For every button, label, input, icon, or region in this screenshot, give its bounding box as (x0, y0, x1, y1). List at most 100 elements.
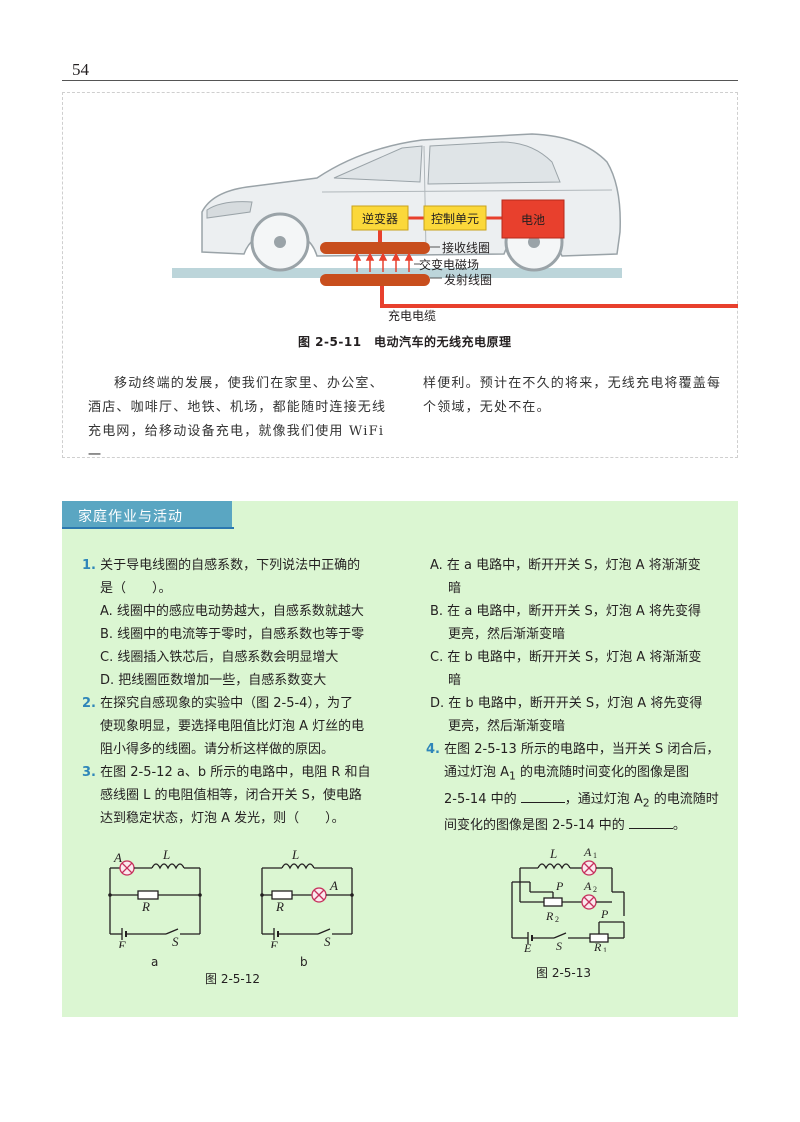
resistor-r2-label: R (545, 909, 554, 923)
switch-label: S (556, 939, 562, 952)
subfigure-b-label: b (300, 955, 308, 969)
subscript: 1 (509, 769, 516, 783)
question-text: 在图 2-5-13 所示的电路中，当开关 S 闭合后， (444, 742, 720, 757)
slider-p-label: P (555, 879, 564, 893)
field-arrows (352, 252, 414, 272)
subscript: 2 (642, 796, 650, 810)
question-text: 通过灯泡 A1 的电流随时间变化的图像是图 (430, 761, 730, 788)
text-fragment: 2-5-14 中的 (444, 791, 521, 807)
option-c: C. 在 b 电路中，断开开关 S，灯泡 A 将渐渐变 (430, 650, 702, 665)
paragraph-line: 个领域，无处不在。 (423, 400, 551, 415)
cable-label: 充电电缆 (388, 308, 436, 323)
lamp-a1-subscript: 1 (593, 851, 597, 860)
paragraph-line: 酒店、咖啡厅、地铁、机场，都能随时连接无线 (88, 400, 387, 415)
text-fragment: 间变化的图像是图 2-5-14 中的 (444, 818, 629, 834)
answer-blank[interactable] (520, 790, 565, 803)
control-unit-label: 控制单元 (431, 212, 479, 226)
resistor-label: R (275, 899, 284, 914)
option-d: D. 把线圈匝数增加一些，自感系数变大 (100, 673, 327, 688)
receive-coil (320, 242, 430, 254)
question-3: 3. 在图 2-5-12 a、b 所示的电路中，电阻 R 和自 (82, 761, 402, 784)
option-a-cont: 暗 (448, 581, 462, 596)
question-number: 2. (82, 696, 96, 711)
homework-title: 家庭作业与活动 (78, 509, 183, 525)
ground-strip (172, 268, 622, 278)
option-d: D. 在 b 电路中，断开开关 S，灯泡 A 将先变得 (430, 696, 703, 711)
text-fragment: 的电流随时间变化的图像是图 (515, 765, 690, 780)
answer-blank[interactable] (628, 816, 673, 830)
question-text: 阻小得多的线圈。请分析这样做的原因。 (100, 742, 335, 757)
question-text: 达到稳定状态，灯泡 A 发光，则（ ）。 (100, 811, 345, 826)
homework-title-rule (62, 527, 234, 529)
inductor-label: L (162, 848, 170, 862)
question-4: 4. 在图 2-5-13 所示的电路中，当开关 S 闭合后， (426, 738, 730, 761)
text-fragment: ，通过灯泡 A (564, 791, 643, 807)
slider-p-label: P (600, 907, 609, 921)
question-number: 4. (426, 742, 440, 757)
question-text: 在探究自感现象的实验中（图 2-5-4），为了 (100, 696, 353, 711)
option-b: B. 在 a 电路中，断开开关 S，灯泡 A 将先变得 (430, 604, 701, 619)
question-1: 1. 关于导电线圈的自感系数，下列说法中正确的 (82, 554, 402, 577)
lamp-label: A (113, 850, 122, 865)
front-wheel (250, 212, 310, 272)
circuit-b: L A R E S (260, 848, 354, 948)
battery-symbol-label: E (117, 938, 126, 948)
question-number: 3. (82, 765, 96, 780)
circuit-2-5-13: L A 1 A 2 P R 2 P R 1 E S (511, 845, 625, 952)
circuit-a: A L R E S (108, 848, 202, 948)
resistor-r1-label: R (593, 940, 602, 952)
battery-symbol-label: E (523, 941, 532, 952)
paragraph-line: 充电网，给移动设备充电，就像我们使用 WiFi 一 (88, 424, 385, 463)
question-2: 2. 在探究自感现象的实验中（图 2-5-4），为了 (82, 692, 402, 715)
option-b-cont: 更亮，然后渐渐变暗 (448, 627, 566, 642)
receive-coil-label: 接收线圈 (442, 240, 490, 255)
page-number: 54 (72, 60, 89, 79)
option-b: B. 线圈中的电流等于零时，自感系数也等于零 (100, 627, 365, 642)
lamp-a1-label: A (583, 845, 592, 859)
figure-caption-2-5-13: 图 2-5-13 (536, 966, 592, 980)
figure-caption-2-5-12: 图 2-5-12 (205, 972, 261, 986)
control-unit-box (423, 205, 487, 231)
question-text: 感线圈 L 的电阻值相等，闭合开关 S，使电路 (100, 788, 362, 803)
question-text: 2-5-14 中的 ，通过灯泡 A2 的电流随时 (430, 788, 730, 815)
text-fragment: 的电流随时 (649, 791, 719, 807)
left-column: 1. 关于导电线圈的自感系数，下列说法中正确的 是（ ）。 A. 线圈中的感应电… (82, 554, 402, 830)
battery-label: 电池 (521, 213, 545, 227)
header-rule (62, 80, 738, 81)
right-column: A. 在 a 电路中，断开开关 S，灯泡 A 将渐渐变 暗 B. 在 a 电路中… (426, 554, 730, 837)
resistor-label: R (141, 899, 150, 914)
paragraph-left: 移动终端的发展，使我们在家里、办公室、 酒店、咖啡厅、地铁、机场，都能随时连接无… (88, 372, 388, 468)
lamp-a2-subscript: 2 (593, 885, 597, 894)
switch-label: S (324, 934, 331, 948)
paragraph-line: 移动终端的发展，使我们在家里、办公室、 (114, 376, 384, 391)
homework-title-bar (62, 501, 232, 527)
option-c: C. 线圈插入铁芯后，自感系数会明显增大 (100, 650, 339, 665)
question-number: 1. (82, 558, 96, 573)
question-text: 间变化的图像是图 2-5-14 中的 。 (430, 814, 730, 837)
lamp-a2-label: A (583, 879, 592, 893)
battery-symbol-label: E (269, 938, 278, 948)
inverter-label: 逆变器 (362, 211, 398, 226)
switch-label: S (172, 934, 179, 948)
text-fragment: 。 (672, 818, 686, 834)
transmit-coil (320, 274, 430, 286)
text-fragment: 通过灯泡 A (444, 765, 510, 780)
field-label: 交变电磁场 (419, 257, 479, 272)
charging-cable (380, 286, 738, 308)
question-text: 关于导电线圈的自感系数，下列说法中正确的 (100, 558, 361, 573)
inverter-box (351, 205, 409, 231)
option-d-cont: 更亮，然后渐渐变暗 (448, 719, 566, 734)
figure-caption-2-5-11: 图 2-5-11 电动汽车的无线充电原理 (298, 335, 512, 349)
inductor-label: L (291, 848, 299, 862)
option-a: A. 线圈中的感应电动势越大，自感系数就越大 (100, 604, 364, 619)
paragraph-right: 样便利。预计在不久的将来，无线充电将覆盖每 个领域，无处不在。 (423, 372, 723, 420)
option-a: A. 在 a 电路中，断开开关 S，灯泡 A 将渐渐变 (430, 558, 701, 573)
wireless-charging-diagram: 逆变器 控制单元 电池 接收线圈 交变电磁场 发射线圈 充电电缆 (172, 133, 738, 323)
transmit-coil-label: 发射线圈 (444, 272, 492, 287)
figure-frame (62, 92, 738, 458)
battery-box (501, 199, 565, 239)
lamp-label: A (329, 878, 338, 893)
resistor-r1-subscript: 1 (603, 946, 607, 952)
resistor-r2-subscript: 2 (555, 915, 559, 924)
question-text: 使现象明显，要选择电阻值比灯泡 A 灯丝的电 (100, 719, 365, 734)
